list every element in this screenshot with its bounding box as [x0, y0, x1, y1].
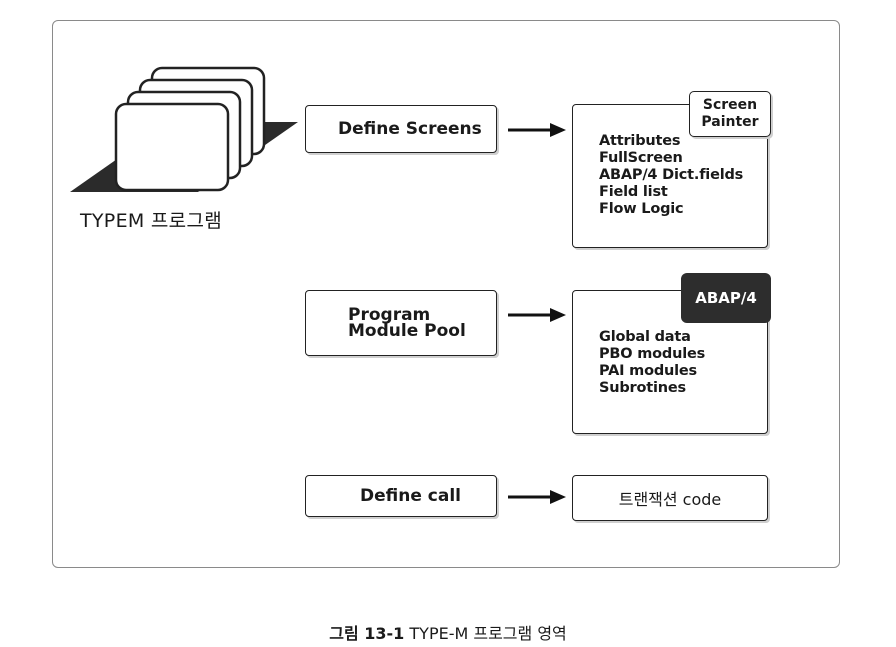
define-screens-box: Define Screens	[305, 105, 497, 153]
tag-line-1: Screen	[702, 97, 758, 113]
screen-items-list: Attributes FullScreen ABAP/4 Dict.fields…	[599, 133, 743, 218]
list-item: FullScreen	[599, 150, 683, 166]
list-item: Global data	[599, 329, 691, 345]
tag-line-2: Painter	[701, 114, 759, 130]
figure-number: 그림 13-1	[329, 624, 405, 643]
abap-box: ABAP/4 Global data PBO modules PAI modul…	[572, 273, 771, 434]
define-call-box: Define call	[305, 475, 497, 517]
list-item: Flow Logic	[599, 201, 684, 217]
program-module-pool-label: Program Module Pool	[348, 305, 466, 341]
transaction-code-label: 트랜잭션 code	[618, 490, 722, 509]
list-item: ABAP/4 Dict.fields	[599, 167, 744, 183]
list-item: Attributes	[599, 133, 681, 149]
arrow-icon	[508, 489, 566, 505]
abap-items-list: Global data PBO modules PAI modules Subr…	[599, 329, 705, 397]
transaction-code-box: 트랜잭션 code	[572, 475, 768, 521]
list-item: PAI modules	[599, 363, 697, 379]
label-line-1: Program	[348, 305, 431, 325]
label-line-2: Module Pool	[348, 321, 466, 341]
stacked-screens-illustration	[70, 62, 300, 202]
define-call-label: Define call	[360, 486, 461, 506]
abap-tag: ABAP/4	[681, 273, 771, 323]
program-module-pool-box: Program Module Pool	[305, 290, 497, 356]
arrow-icon	[508, 122, 566, 138]
program-label: TYPEM 프로그램	[80, 210, 223, 232]
list-item: PBO modules	[599, 346, 706, 362]
figure-caption: 그림 13-1 TYPE-M 프로그램 영역	[0, 620, 896, 644]
figure-title: TYPE-M 프로그램 영역	[409, 624, 567, 643]
list-item: Subrotines	[599, 380, 686, 396]
diagram-frame	[52, 20, 840, 568]
arrow-icon	[508, 307, 566, 323]
list-item: Field list	[599, 184, 668, 200]
define-screens-label: Define Screens	[338, 119, 482, 139]
